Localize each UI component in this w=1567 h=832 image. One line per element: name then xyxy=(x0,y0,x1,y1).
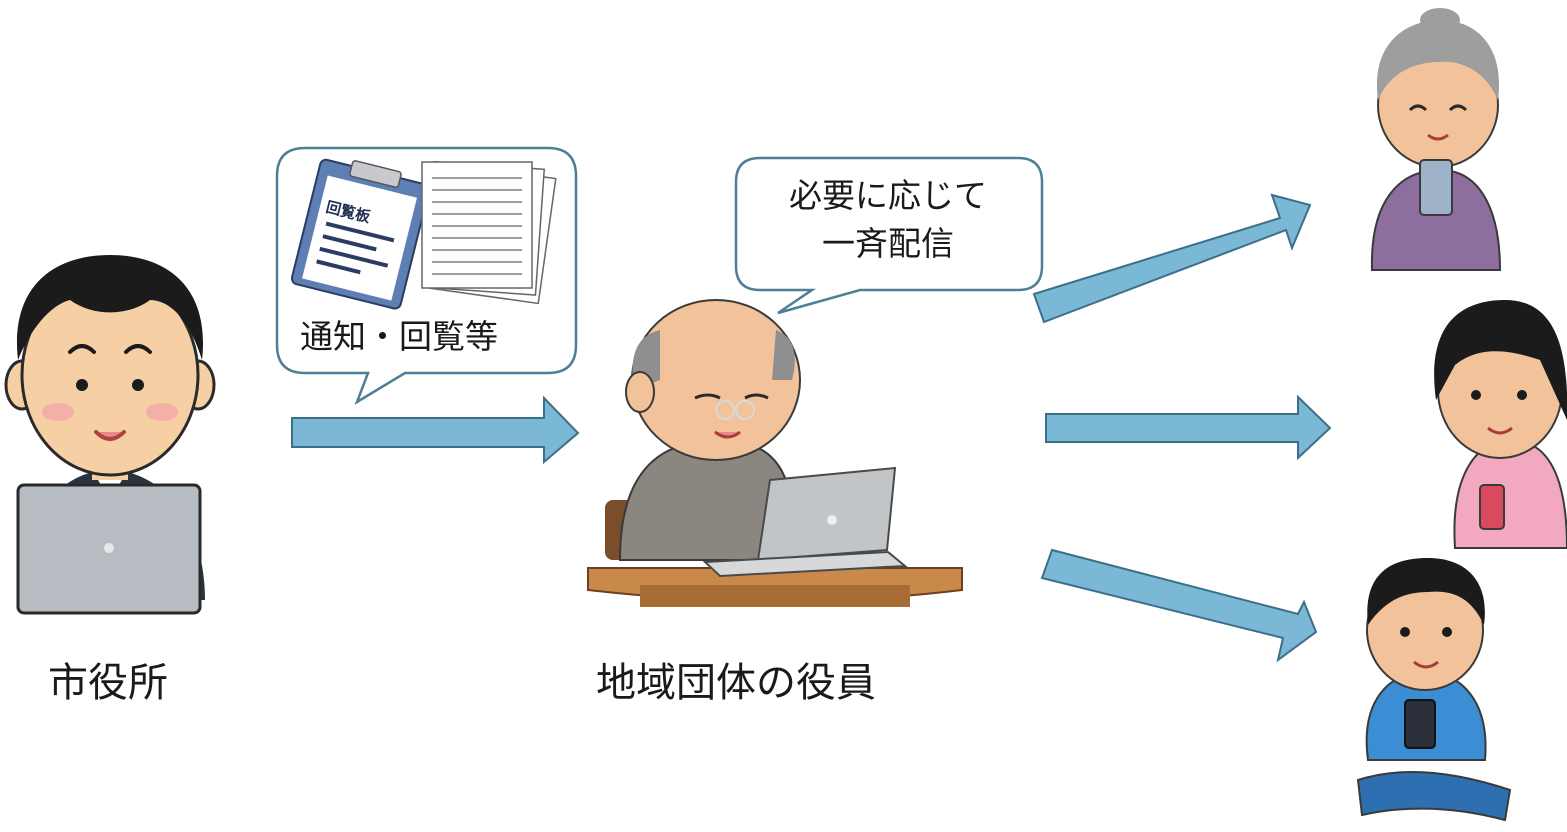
resident-elderly-woman-illustration xyxy=(1370,8,1502,271)
clipboard-icon xyxy=(290,158,431,310)
arrow-to-officer xyxy=(291,395,580,465)
broadcast-bubble-text: 必要に応じて 一斉配信 xyxy=(738,172,1038,268)
broadcast-speech-bubble xyxy=(734,156,1044,315)
community-officer-label: 地域団体の役員 xyxy=(596,660,876,706)
city-office-label: 市役所 xyxy=(48,660,168,706)
community-officer-illustration xyxy=(587,299,963,607)
resident-boy-illustration xyxy=(1356,558,1512,822)
documents-icon xyxy=(421,160,557,305)
notice-bubble-text: 通知・回覧等 xyxy=(300,317,498,356)
arrow-to-resident-3 xyxy=(1040,548,1318,663)
broadcast-bubble-line-1: 必要に応じて xyxy=(789,176,987,215)
broadcast-bubble-line-2: 一斉配信 xyxy=(822,224,954,263)
city-office-staff-illustration xyxy=(4,255,216,615)
arrow-to-resident-2 xyxy=(1045,394,1332,461)
resident-woman-illustration xyxy=(1434,300,1567,549)
arrow-to-resident-1 xyxy=(1032,193,1312,324)
